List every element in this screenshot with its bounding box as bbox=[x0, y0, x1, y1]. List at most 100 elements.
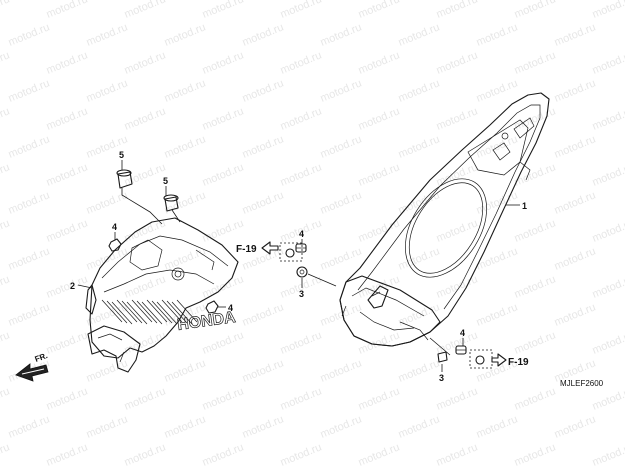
watermark-text: motod.ru bbox=[85, 413, 130, 440]
watermark-text: motod.ru bbox=[45, 385, 90, 412]
grommet-right bbox=[469, 349, 493, 369]
watermark-text: motod.ru bbox=[85, 77, 130, 104]
hatch-line bbox=[171, 301, 193, 325]
watermark-text: motod.ru bbox=[123, 441, 168, 468]
callout-4c: 4 bbox=[299, 229, 304, 239]
watermark-text: motod.ru bbox=[435, 105, 480, 132]
washer-3a bbox=[296, 266, 308, 278]
watermark-text: motod.ru bbox=[435, 273, 480, 300]
watermark-text: motod.ru bbox=[475, 189, 520, 216]
callout-3b: 3 bbox=[439, 373, 444, 383]
watermark-text: motod.ru bbox=[397, 301, 442, 328]
watermark-text: motod.ru bbox=[553, 413, 598, 440]
texture-hatch bbox=[101, 299, 198, 325]
watermark-text: motod.ru bbox=[7, 245, 52, 272]
watermark-text: motod.ru bbox=[357, 105, 402, 132]
watermark-text: motod.ru bbox=[513, 329, 558, 356]
ref-arrow-right-icon bbox=[491, 353, 507, 367]
callout-2: 2 bbox=[70, 281, 75, 291]
hatch-line bbox=[151, 300, 173, 324]
watermark-text: motod.ru bbox=[163, 245, 208, 272]
watermark-text: motod.ru bbox=[553, 245, 598, 272]
watermark-text: motod.ru bbox=[7, 189, 52, 216]
watermark-text: motod.ru bbox=[357, 49, 402, 76]
watermark-text: motod.ru bbox=[513, 105, 558, 132]
ref-arrow-left-icon bbox=[261, 241, 279, 255]
watermark-text: motod.ru bbox=[357, 161, 402, 188]
watermark-text: motod.ru bbox=[319, 189, 364, 216]
watermark-text: motod.ru bbox=[163, 133, 208, 160]
callout-5a: 5 bbox=[119, 150, 124, 160]
watermark-text: motod.ru bbox=[45, 441, 90, 468]
front-label: FR. bbox=[34, 351, 49, 364]
watermark-text: motod.ru bbox=[513, 441, 558, 468]
watermark-text: motod.ru bbox=[435, 441, 480, 468]
hatch-line bbox=[121, 300, 143, 324]
watermark-text: motod.ru bbox=[201, 49, 246, 76]
hatch-line bbox=[131, 299, 153, 323]
watermark-text: motod.ru bbox=[45, 217, 90, 244]
watermark-text: motod.ru bbox=[279, 385, 324, 412]
hatch-line bbox=[141, 301, 163, 325]
watermark-text: motod.ru bbox=[475, 301, 520, 328]
watermark-text: motod.ru bbox=[123, 105, 168, 132]
watermark-text: motod.ru bbox=[591, 329, 625, 356]
watermark-text: motod.ru bbox=[7, 133, 52, 160]
hatch-line bbox=[166, 300, 188, 324]
watermark-text: motod.ru bbox=[241, 133, 286, 160]
watermark-text: motod.ru bbox=[591, 441, 625, 468]
watermark-text: motod.ru bbox=[591, 49, 625, 76]
callout-4d: 4 bbox=[460, 328, 465, 338]
watermark-text: motod.ru bbox=[163, 413, 208, 440]
watermark-text: motod.ru bbox=[591, 161, 625, 188]
watermark-text: motod.ru bbox=[123, 0, 168, 21]
watermark-text: motod.ru bbox=[397, 133, 442, 160]
rear-fender-part bbox=[339, 92, 550, 347]
bolt-5b bbox=[163, 194, 179, 212]
callout-4a: 4 bbox=[112, 222, 117, 232]
watermark-text: motod.ru bbox=[201, 385, 246, 412]
watermark-text: motod.ru bbox=[475, 21, 520, 48]
watermark-text: motod.ru bbox=[279, 161, 324, 188]
watermark-text: motod.ru bbox=[475, 245, 520, 272]
watermark-text: motod.ru bbox=[0, 49, 11, 76]
grommet-left bbox=[279, 242, 303, 262]
watermark-text: motod.ru bbox=[201, 105, 246, 132]
callout-4b: 4 bbox=[228, 303, 233, 313]
watermark-text: motod.ru bbox=[241, 21, 286, 48]
watermark-text: motod.ru bbox=[163, 21, 208, 48]
hatch-line bbox=[126, 301, 148, 325]
watermark-text: motod.ru bbox=[201, 441, 246, 468]
watermark-text: motod.ru bbox=[0, 441, 11, 468]
nut-4a bbox=[108, 238, 122, 252]
hatch-line bbox=[146, 299, 168, 323]
watermark-text: motod.ru bbox=[0, 385, 11, 412]
watermark-text: motod.ru bbox=[319, 413, 364, 440]
ref-f19-right: F-19 bbox=[508, 357, 529, 368]
watermark-text: motod.ru bbox=[319, 245, 364, 272]
watermark-text: motod.ru bbox=[357, 441, 402, 468]
hatch-line bbox=[116, 299, 138, 323]
hatch-line bbox=[161, 299, 183, 323]
watermark-text: motod.ru bbox=[397, 77, 442, 104]
watermark-text: motod.ru bbox=[319, 133, 364, 160]
watermark-text: motod.ru bbox=[435, 0, 480, 21]
hatch-line bbox=[156, 301, 178, 325]
watermark-text: motod.ru bbox=[0, 217, 11, 244]
watermark-text: motod.ru bbox=[553, 301, 598, 328]
watermark-text: motod.ru bbox=[123, 217, 168, 244]
watermark-text: motod.ru bbox=[123, 273, 168, 300]
watermark-text: motod.ru bbox=[7, 301, 52, 328]
callout-5b: 5 bbox=[163, 176, 168, 186]
hatch-line bbox=[176, 299, 198, 323]
watermark-text: motod.ru bbox=[7, 77, 52, 104]
watermark-text: motod.ru bbox=[435, 385, 480, 412]
watermark-text: motod.ru bbox=[45, 105, 90, 132]
watermark-text: motod.ru bbox=[279, 105, 324, 132]
bolt-5a bbox=[116, 169, 133, 189]
watermark-text: motod.ru bbox=[241, 189, 286, 216]
watermark-text: motod.ru bbox=[123, 49, 168, 76]
front-direction-arrow-icon bbox=[15, 363, 49, 382]
watermark-text: motod.ru bbox=[279, 49, 324, 76]
